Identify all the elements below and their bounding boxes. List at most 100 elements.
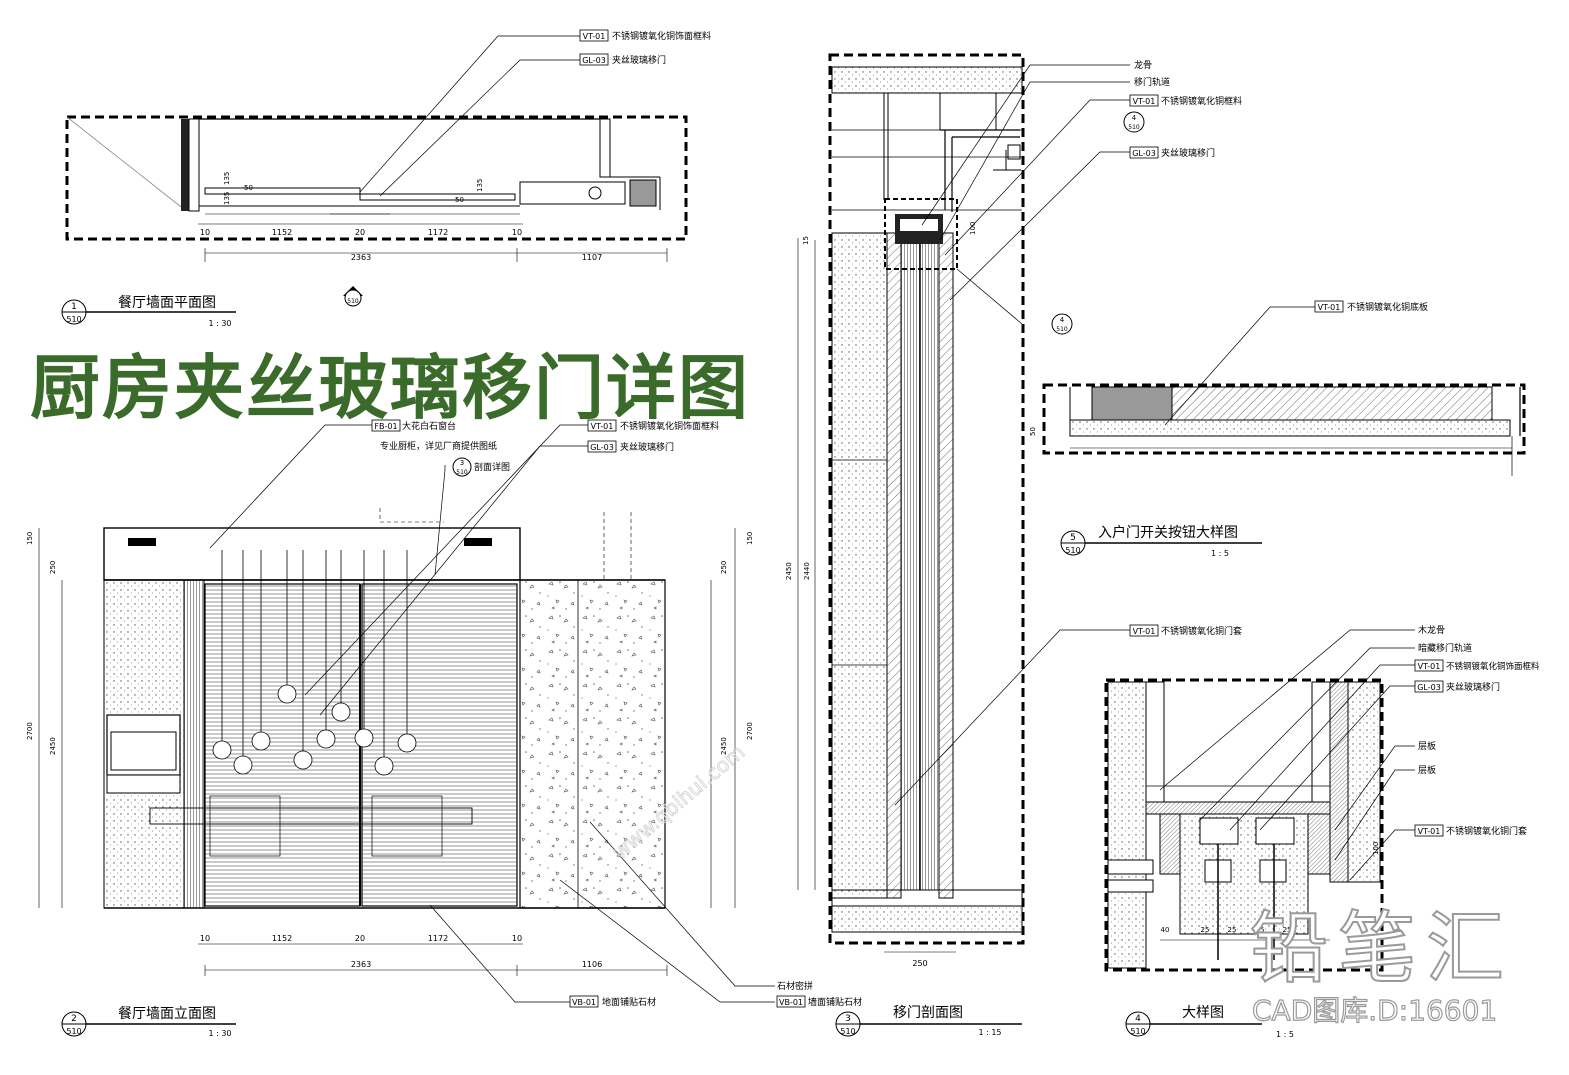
elev-dim-top-2: 20 bbox=[355, 934, 365, 943]
plan-dim-top-3: 1172 bbox=[428, 228, 448, 237]
det-callout-text-4: 层板 bbox=[1418, 740, 1436, 752]
elev-view-scale: 1 : 30 bbox=[208, 1029, 231, 1038]
elev-dim-left-1: 250 bbox=[49, 561, 57, 574]
plan-small-dim-4: 50 bbox=[455, 196, 464, 204]
plan-small-dim-1: 135 bbox=[223, 192, 231, 205]
plan-dim-top-4: 10 bbox=[512, 228, 522, 237]
elev-callout-code-2: VT-01 bbox=[591, 422, 614, 431]
elev-dim-left-3: 2450 bbox=[49, 737, 57, 755]
btn-view-title: 入户门开关按钮大样图 bbox=[1098, 524, 1238, 541]
elev-callout-text-2: 不锈钢镀氧化铜饰面框料 bbox=[620, 420, 719, 432]
sec-callout-code-4: VT-01 bbox=[1133, 627, 1156, 636]
elev-dim-bottom-1: 1106 bbox=[582, 960, 602, 969]
elev-callout-text-1: 专业厨柜，详见厂商提供图纸 bbox=[380, 440, 497, 452]
det-callout-text-0: 木龙骨 bbox=[1418, 624, 1445, 636]
elev-callout-code-0: FB-01 bbox=[374, 422, 397, 431]
watermark-brand: 铅笔汇 bbox=[1250, 904, 1514, 994]
plan-callout-text-1: 夹丝玻璃移门 bbox=[612, 54, 666, 66]
elev-dim-bottom-0: 2363 bbox=[351, 960, 371, 969]
elev-callout-text-4: 剖面详图 bbox=[474, 461, 510, 473]
elev-view-title: 餐厅墙面立面图 bbox=[118, 1006, 216, 1022]
elev-view-no: 2 bbox=[71, 1014, 77, 1024]
plan-dim-top-2: 20 bbox=[355, 228, 365, 237]
plan-view-no: 1 bbox=[71, 302, 77, 312]
plan-dim-top-0: 10 bbox=[200, 228, 210, 237]
btn-view-sheet: 510 bbox=[1065, 546, 1080, 555]
elev-dim-right-2: 2700 bbox=[746, 722, 754, 740]
elev-detail-mark-sheet: 510 bbox=[456, 469, 468, 476]
sec-dim-0: 15 bbox=[802, 236, 810, 245]
drawing-banner-title: 厨房夹丝玻璃移门详图 bbox=[30, 347, 750, 429]
sec-dim-3: 100 bbox=[969, 222, 977, 235]
btn-callout-code-0: VT-01 bbox=[1318, 303, 1341, 312]
elev-dim-right-0: 150 bbox=[746, 532, 754, 545]
plan-small-dim-2: 135 bbox=[476, 179, 484, 192]
elev-dim-top-0: 10 bbox=[200, 934, 210, 943]
plan-small-dim-0: 135 bbox=[223, 172, 231, 185]
sec-callout-code-2: VT-01 bbox=[1133, 97, 1156, 106]
det-dim-2: 25 bbox=[1228, 926, 1237, 934]
det-callout-code-6: VT-01 bbox=[1418, 827, 1441, 836]
elev-bottom-code-2: VB-01 bbox=[779, 998, 803, 1007]
elev-dim-top-1: 1152 bbox=[272, 934, 292, 943]
sec-detail-ref-sheet-b: 510 bbox=[1056, 326, 1068, 333]
elev-callout-code-3: GL-03 bbox=[590, 443, 614, 452]
plan-view-scale: 1 : 30 bbox=[208, 319, 231, 328]
plan-callout-text-0: 不锈钢镀氧化铜饰面框料 bbox=[612, 30, 711, 42]
elev-dim-left-2: 2700 bbox=[26, 722, 34, 740]
det-callout-text-3: 夹丝玻璃移门 bbox=[1446, 681, 1500, 693]
plan-view-title: 餐厅墙面平面图 bbox=[118, 295, 216, 311]
plan-section-mark-sheet: 510 bbox=[347, 298, 359, 305]
large-detail-view bbox=[1104, 629, 1415, 1037]
sec-callout-code-3: GL-03 bbox=[1132, 149, 1156, 158]
plan-dim-bottom-0: 2363 bbox=[351, 253, 371, 262]
plan-small-dim-3: 50 bbox=[244, 184, 253, 192]
det-dim-5: 100 bbox=[1372, 842, 1380, 855]
sec-dim-4: 250 bbox=[912, 959, 927, 968]
sec-detail-ref-no-a: 4 bbox=[1132, 114, 1137, 122]
det-view-no: 4 bbox=[1135, 1014, 1141, 1024]
det-callout-code-3: GL-03 bbox=[1417, 683, 1441, 692]
sec-callout-text-3: 夹丝玻璃移门 bbox=[1161, 147, 1215, 159]
sec-view-no: 3 bbox=[845, 1014, 851, 1024]
det-dim-1: 25 bbox=[1201, 926, 1210, 934]
elev-bottom-text-1: 石材密拼 bbox=[777, 980, 813, 992]
btn-callout-text-0: 不锈钢镀氧化铜底板 bbox=[1347, 301, 1428, 313]
btn-view-no: 5 bbox=[1070, 533, 1076, 543]
det-callout-text-2: 不锈钢镀氧化铜饰面框料 bbox=[1446, 661, 1540, 672]
sec-view-scale: 1 : 15 bbox=[978, 1028, 1001, 1037]
sec-dim-1: 2450 bbox=[785, 562, 793, 580]
sec-callout-text-1: 移门轨道 bbox=[1134, 76, 1170, 88]
elev-callout-text-3: 夹丝玻璃移门 bbox=[620, 441, 674, 453]
section-view bbox=[797, 53, 1145, 1037]
elev-bottom-code-0: VB-01 bbox=[572, 998, 596, 1007]
sec-detail-ref-no-b: 4 bbox=[1060, 316, 1065, 324]
det-callout-text-5: 层板 bbox=[1418, 764, 1436, 776]
sec-detail-ref-sheet-a: 510 bbox=[1128, 124, 1140, 131]
button-detail-view bbox=[1042, 306, 1526, 556]
det-dim-0: 40 bbox=[1161, 926, 1170, 934]
sec-callout-text-4: 不锈钢镀氧化铜门套 bbox=[1161, 625, 1242, 637]
sec-view-sheet: 510 bbox=[840, 1027, 855, 1036]
elev-dim-right-3: 2450 bbox=[720, 737, 728, 755]
det-dim-3: 25 bbox=[1256, 926, 1265, 934]
det-callout-text-6: 不锈钢镀氧化铜门套 bbox=[1446, 825, 1527, 837]
sec-callout-text-2: 不锈钢镀氧化铜框料 bbox=[1161, 95, 1242, 107]
elev-dim-top-4: 10 bbox=[512, 934, 522, 943]
elev-dim-left-0: 150 bbox=[26, 532, 34, 545]
sec-dim-2: 2440 bbox=[803, 562, 811, 580]
det-view-sheet: 510 bbox=[1130, 1027, 1145, 1036]
det-dim-4: 25 bbox=[1283, 926, 1292, 934]
plan-dim-top-1: 1152 bbox=[272, 228, 292, 237]
elev-bottom-text-0: 地面铺贴石材 bbox=[602, 996, 656, 1008]
plan-view-sheet: 510 bbox=[66, 315, 81, 324]
plan-callout-code-1: GL-03 bbox=[582, 56, 606, 65]
plan-section-mark-no: 2 bbox=[351, 291, 355, 299]
sec-view-title: 移门剖面图 bbox=[893, 1005, 963, 1021]
elev-dim-right-1: 250 bbox=[720, 561, 728, 574]
det-view-scale: 1 : 5 bbox=[1276, 1030, 1294, 1039]
det-callout-text-1: 暗藏移门轨道 bbox=[1418, 642, 1472, 654]
plan-dim-bottom-1: 1107 bbox=[582, 253, 602, 262]
